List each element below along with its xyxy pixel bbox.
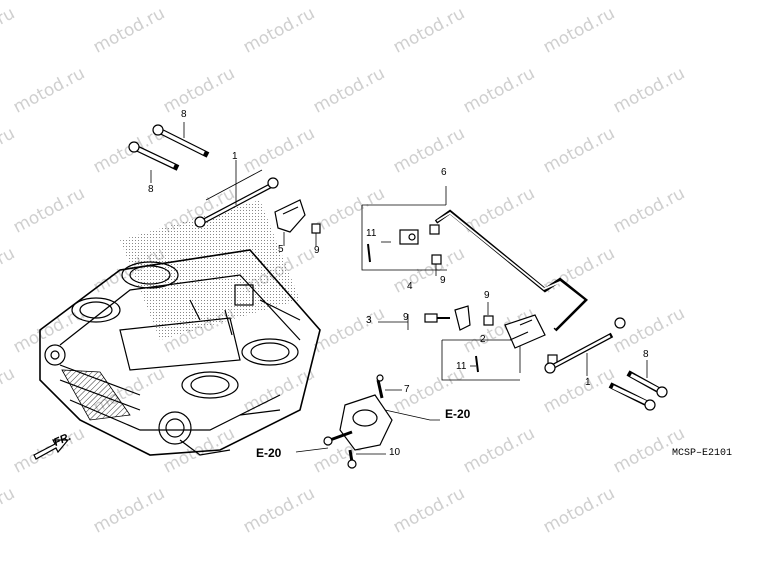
throttle-body-assembly xyxy=(39,249,321,456)
callout-11-right: 11 xyxy=(456,361,467,372)
callout-5: 5 xyxy=(278,244,284,255)
fr-arrow-icon xyxy=(33,439,70,460)
small-parts xyxy=(367,241,494,373)
callout-2: 2 xyxy=(480,334,486,345)
callout-1-right: 1 xyxy=(585,377,591,388)
callout-11-left: 11 xyxy=(366,228,377,239)
callout-9-right: 9 xyxy=(484,290,490,301)
injector-pair-top xyxy=(128,122,210,183)
callout-9-top: 9 xyxy=(314,245,320,256)
callout-4: 4 xyxy=(407,281,413,292)
callout-10: 10 xyxy=(389,447,401,458)
reference-e20-left[interactable]: E-20 xyxy=(256,446,282,460)
fuel-pipe-rear xyxy=(399,209,588,366)
fuel-pipe-right xyxy=(544,317,626,376)
callout-8-right: 8 xyxy=(643,349,649,360)
bracket-5 xyxy=(274,199,321,246)
reference-e20-right[interactable]: E-20 xyxy=(445,407,471,421)
callout-7: 7 xyxy=(404,384,410,395)
shading-band xyxy=(120,200,300,340)
injector-pair-right xyxy=(608,360,668,411)
callout-3: 3 xyxy=(366,315,372,326)
reference-leaders xyxy=(295,409,440,453)
callout-8-top-b: 8 xyxy=(148,184,154,195)
valve-assembly xyxy=(323,374,402,469)
callout-9-mid: 9 xyxy=(440,275,446,286)
callout-1-top: 1 xyxy=(232,151,238,162)
callout-6: 6 xyxy=(441,167,447,178)
callout-9-left: 9 xyxy=(403,312,409,323)
fuel-pipe-top xyxy=(194,160,279,228)
callout-8-top-a: 8 xyxy=(181,109,187,120)
diagram-code: MCSP–E2101 xyxy=(672,448,733,459)
